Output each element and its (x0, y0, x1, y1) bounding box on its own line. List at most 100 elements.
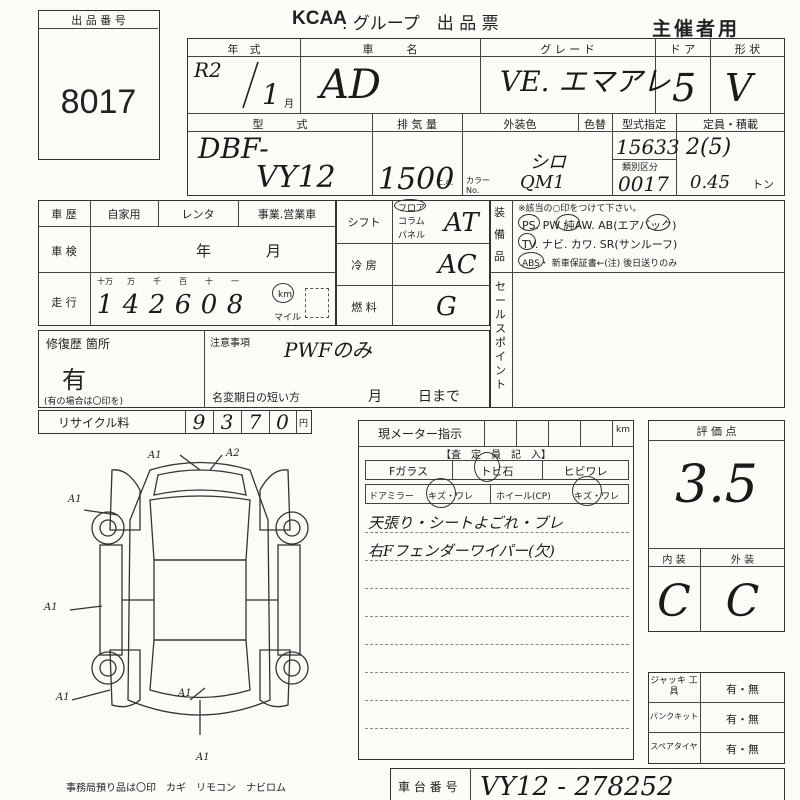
vehicle-table (187, 38, 785, 196)
color-no-value: QM1 (520, 172, 565, 193)
shift-circle (394, 199, 426, 212)
name-label: 車 名 (362, 43, 418, 56)
vehicle-name: AD (320, 62, 381, 108)
tool-jack-status: 有・無 (726, 683, 759, 696)
circle-abs (518, 252, 544, 269)
item-crack: ヒビワレ (563, 465, 608, 478)
color-change-label: 色替 (584, 118, 606, 131)
color-no-label: カラー No. (466, 176, 490, 195)
year-label: 年 式 (227, 43, 261, 56)
recycle-digit: 0 (276, 410, 289, 434)
tools-block (648, 672, 785, 764)
selling-point-label: セールスポイント (495, 280, 506, 391)
exterior-label: 外 装 (730, 555, 755, 566)
notice-label: 注意事項 (210, 338, 250, 349)
mileage-label: 走 行 (51, 296, 77, 309)
type-designation-label: 型式指定 (622, 118, 666, 131)
unit-10: 十 (205, 277, 213, 286)
mark-rear-a1: A1 (195, 752, 210, 763)
cc-unit: c.c. (438, 178, 454, 188)
displacement-value: 1500 (378, 162, 455, 197)
recycle-digit: 9 (192, 410, 206, 434)
displacement-label: 排 気 量 (397, 118, 437, 131)
grade-value: VE. エマアレ (500, 65, 671, 98)
score-value: 3.5 (675, 455, 758, 515)
chassis-label: 車 台 番 号 (398, 780, 458, 794)
rename-label: 名変期日の短い方 (212, 391, 300, 404)
equipment-note: ※該当の○印をつけて下さい。 (518, 204, 642, 214)
repair-block (38, 330, 490, 408)
mark-left-front-a1: A1 (67, 494, 82, 505)
shape-label: 形 状 (734, 43, 761, 56)
equipment-line2: TV. ナビ. カワ. SR(サンルーフ) (522, 238, 678, 251)
inspection-month: 月 (266, 242, 282, 260)
notice-value: PWFのみ (284, 338, 372, 362)
mileage-digit: 4 (122, 290, 140, 320)
circle-wheel (572, 476, 602, 506)
equipment-block (490, 200, 785, 408)
item-f-glass: Fガラス (388, 465, 429, 478)
tool-spare-tire: スペアタイヤ (650, 742, 698, 751)
item-wheel: ホイール(CP) (496, 492, 551, 502)
capacity-value: 2(5) (686, 135, 732, 160)
fuel-label: 燃 料 (351, 301, 377, 314)
lot-number: 8017 (60, 83, 137, 121)
inspector-note2: 右Fフェンダーワイパー(欠) (368, 542, 555, 560)
meter-unit: km (616, 425, 630, 435)
office-note: 事務局預り品は〇印 カギ リモコン ナビロム (66, 783, 286, 794)
lot-label: 出 品 番 号 (71, 14, 126, 27)
tool-jack: ジャッキ 工 具 (650, 676, 698, 697)
ac-value: AC (438, 250, 477, 280)
equipment-label: 装 備 品 (494, 206, 505, 263)
header-title: . グループ 出 品 票 (342, 14, 499, 34)
repair-note: (有の場合は〇印を) (44, 397, 124, 407)
inspector-block (358, 420, 634, 760)
km-circle (272, 283, 294, 303)
mark-front-a1: A1 (147, 450, 162, 461)
history-label: 車 歴 (51, 208, 77, 221)
ac-label: 冷 房 (351, 259, 377, 272)
inspection-label: 車 検 (51, 245, 77, 258)
mark-left-a1: A1 (43, 602, 58, 613)
mileage-digit: 2 (148, 290, 166, 320)
rename-day: 日まで (418, 389, 460, 405)
class-label: 類別区分 (622, 163, 659, 173)
chassis-number: VY12 - 278252 (480, 772, 674, 800)
circle-stone-chip (474, 452, 500, 482)
item-door-mirror: ドアミラー (369, 492, 414, 502)
shift-label: シフト (347, 216, 381, 229)
mileage-digit: 6 (174, 290, 192, 320)
recycle-digit: 7 (248, 410, 262, 434)
model-line2: VY12 (256, 160, 336, 195)
circle-ps (518, 214, 540, 231)
history-private: 自家用 (107, 208, 141, 221)
recycle-block (38, 410, 312, 434)
shift-panel: パネル (398, 231, 426, 241)
unit-10k: 万 (127, 277, 135, 286)
mile-checkbox (305, 288, 329, 318)
unit-100: 百 (179, 277, 187, 286)
interior-value: C (657, 576, 691, 627)
era-value: R2 (194, 58, 222, 82)
equipment-line3: ABS・ 新車保証書←(注) 後日送りのみ (522, 259, 678, 269)
class-no-value: 0017 (618, 172, 669, 196)
repair-label: 修復歴 箇所 (46, 337, 110, 351)
circle-pw (556, 214, 580, 231)
fuel-value: G (436, 292, 457, 322)
header-brand: KCAA (292, 8, 347, 29)
exterior-value: C (725, 576, 760, 627)
type-no-value: 15633 (616, 135, 680, 159)
year-unit: 月 (284, 99, 294, 110)
score-label: 評 価 点 (696, 425, 737, 438)
ext-color-value: シロ (530, 152, 566, 173)
chassis-block (390, 768, 785, 800)
shape-value: V (725, 66, 753, 110)
mileage-digit: 0 (200, 290, 218, 320)
ton-unit: トン (752, 178, 774, 191)
unit-1k: 千 (153, 277, 161, 286)
rename-month: 月 (368, 389, 382, 405)
door-label: ド ア (669, 43, 696, 56)
shift-column: コラム (398, 217, 425, 227)
ext-color-label: 外装色 (503, 118, 537, 131)
meter-label: 現メーター指示 (378, 427, 463, 441)
